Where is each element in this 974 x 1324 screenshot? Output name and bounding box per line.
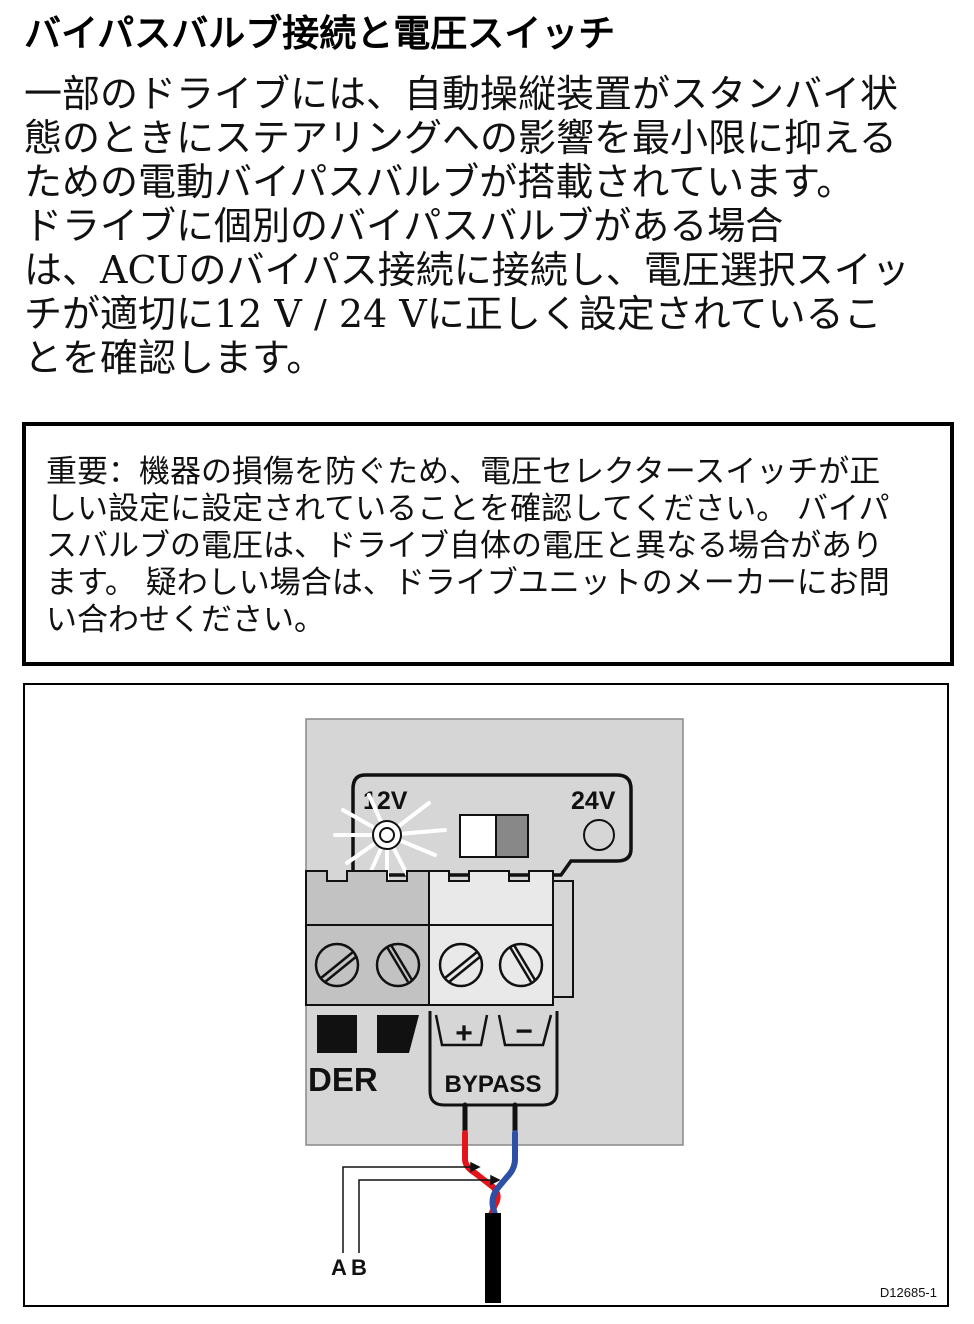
notice-line: い合わせください。 — [46, 602, 325, 638]
figure-id: D12685-1 — [880, 1285, 937, 1300]
voltage-switch-outline — [351, 773, 633, 877]
label-a: A — [331, 1255, 347, 1280]
cable — [485, 1213, 501, 1303]
label-plus: + — [455, 1017, 473, 1050]
switch-position-24v — [495, 814, 529, 858]
notice-line: 重要：機器の損傷を防ぐため、電圧セレクタースイッチが正 — [46, 454, 881, 490]
bypass-wires — [462, 1102, 518, 1303]
label-minus: − — [515, 1015, 533, 1048]
label-24v: 24V — [571, 787, 616, 815]
wiring-diagram: 12V 24V — [305, 718, 937, 1303]
notice-line: スバルブの電圧は、ドライブ自体の電圧と異なる場合があり — [46, 528, 883, 564]
body-line: 態のときにステアリングへの影響を最小限に抑える — [24, 116, 897, 160]
body-line: は、ACUのバイパス接続に接続し、電圧選択スイッ — [24, 248, 910, 292]
page-heading: バイパスバルブ接続と電圧スイッチ — [24, 12, 616, 55]
der-pin-marker — [317, 1015, 357, 1053]
der-pin-marker — [377, 1015, 419, 1053]
wiring-diagram-figure: 12V 24V — [23, 683, 949, 1307]
label-b: B — [351, 1255, 367, 1280]
body-line: 一部のドライブには、自動操縦装置がスタンバイ状 — [24, 72, 899, 116]
notice-line: ます。 疑わしい場合は、ドライブユニットのメーカーにお問 — [46, 565, 890, 601]
label-der: DER — [308, 1061, 378, 1098]
switch-position-12v — [459, 814, 497, 858]
label-bypass: BYPASS — [445, 1071, 542, 1098]
body-line: ための電動バイパスバルブが搭載されています。 — [24, 160, 855, 204]
notice-line: しい設定に設定されていることを確認してください。 バイパ — [46, 491, 890, 527]
der-terminal-block — [305, 870, 430, 1006]
notice-text: 重要：機器の損傷を防ぐため、電圧セレクタースイッチが正 しい設定に設定されている… — [46, 454, 890, 639]
important-notice-box: 重要：機器の損傷を防ぐため、電圧セレクタースイッチが正 しい設定に設定されている… — [22, 422, 954, 666]
body-paragraph: 一部のドライブには、自動操縦装置がスタンバイ状 態のときにステアリングへの影響を… — [24, 72, 954, 380]
callout-leaders — [342, 1161, 501, 1253]
minus-pin-marker — [497, 1014, 553, 1047]
body-line: チが適切に12 V / 24 Vに正しく設定されているこ — [24, 292, 882, 336]
led-24v-icon — [583, 819, 615, 851]
bypass-terminal-block — [428, 870, 574, 1006]
bypass-label-frame — [428, 1011, 559, 1107]
body-line: ドライブに個別のバイパスバルブがある場合 — [24, 204, 784, 248]
body-line: とを確認します。 — [24, 336, 325, 380]
plus-pin-marker — [434, 1014, 489, 1047]
